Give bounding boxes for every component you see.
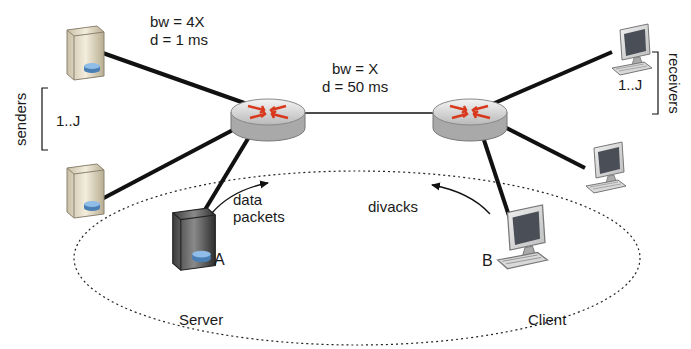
flow-label: data packets — [233, 191, 293, 225]
delay-label: d = 1 ms — [150, 31, 208, 48]
bandwidth-label: bw = 4X — [150, 13, 205, 30]
host-name: Client — [528, 311, 566, 328]
flow-label: divacks — [368, 198, 418, 215]
count-label: 1..J — [56, 112, 80, 129]
host-letter: A — [214, 251, 225, 268]
group-label: receivers — [666, 53, 683, 114]
delay-label: d = 50 ms — [322, 78, 388, 95]
host-name: Server — [179, 311, 223, 328]
host-letter: B — [482, 252, 493, 269]
host-node: B Client — [470, 200, 570, 330]
group-label: senders — [12, 92, 29, 145]
host-node: A Server — [165, 200, 245, 330]
count-label: 1..J — [618, 76, 642, 93]
bandwidth-label: bw = X — [332, 60, 378, 77]
